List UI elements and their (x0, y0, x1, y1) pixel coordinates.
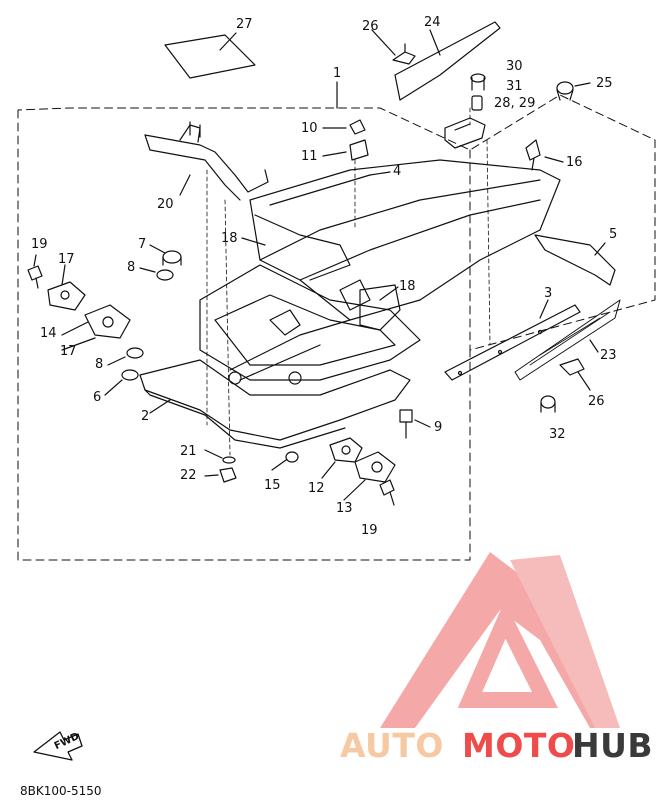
callout-26-bottom: 26 (588, 394, 605, 409)
part-21-washer (222, 456, 236, 464)
callout-30: 30 (506, 59, 523, 74)
part-31-collar (471, 95, 483, 111)
watermark-text-moto: MOTO (462, 726, 576, 765)
part-19-bolt-b (379, 479, 395, 506)
part-15-nut (285, 451, 299, 463)
callout-3: 3 (544, 286, 553, 301)
callout-4: 4 (393, 164, 402, 179)
callout-21: 21 (180, 444, 197, 459)
part-2-under-cover (139, 359, 411, 449)
part-16-bolt (525, 139, 541, 171)
part-23-plate (514, 299, 621, 381)
callout-27: 27 (236, 17, 253, 32)
callout-7: 7 (138, 237, 147, 252)
part-19-bolt-a (27, 265, 43, 289)
part-7-grommet (162, 250, 182, 266)
part-6-grommet (121, 369, 139, 381)
part-17-mount-a (47, 281, 86, 311)
part-3-rail (444, 304, 581, 381)
watermark-text-hub: HUB (572, 726, 654, 765)
callout-12: 12 (308, 481, 325, 496)
callout-14: 14 (40, 326, 57, 341)
document-code: 8BK100-5150 (20, 784, 102, 798)
part-25-cap (556, 81, 574, 101)
callout-11: 11 (301, 149, 318, 164)
watermark-triangle-right (510, 555, 620, 728)
part-30-bolt (470, 73, 486, 91)
callout-15: 15 (264, 478, 281, 493)
callout-2: 2 (141, 409, 150, 424)
part-8-grommet-a (156, 269, 174, 281)
callout-19-bottom: 19 (361, 523, 378, 538)
callout-8-top: 8 (127, 260, 136, 275)
part-26-clip-top (392, 43, 416, 65)
callout-32: 32 (549, 427, 566, 442)
callout-20: 20 (157, 197, 174, 212)
callout-17-bottom: 17 (60, 344, 77, 359)
assembly-boundary (17, 94, 656, 561)
part-14-mount (84, 304, 131, 339)
part-22-nut (219, 467, 237, 483)
callout-9: 9 (434, 420, 443, 435)
part-10-nut (349, 119, 366, 135)
callout-10: 10 (301, 121, 318, 136)
callout-24: 24 (424, 15, 441, 30)
part-28-29-damper (444, 117, 486, 149)
part-4-rod (269, 174, 371, 206)
part-1-main-frame (199, 159, 561, 385)
callout-17-top: 17 (58, 252, 75, 267)
callout-31: 31 (506, 79, 523, 94)
callout-26-top: 26 (362, 19, 379, 34)
callout-28-29: 28, 29 (494, 96, 536, 111)
callout-25: 25 (596, 76, 613, 91)
callout-19-left: 19 (31, 237, 48, 252)
part-32-grommet (540, 395, 556, 413)
callout-13: 13 (336, 501, 353, 516)
part-20-handle (144, 121, 269, 201)
part-9-stud (399, 409, 413, 439)
watermark-text-auto: AUTO (340, 726, 444, 765)
callout-1: 1 (333, 66, 342, 81)
part-8-grommet-b (126, 347, 144, 359)
callout-16: 16 (566, 155, 583, 170)
part-24-side-plate (394, 21, 501, 101)
watermark-triangle-outer (380, 552, 620, 728)
callout-8-bottom: 8 (95, 357, 104, 372)
fwd-arrow (33, 731, 83, 761)
part-12-mount (329, 437, 363, 463)
part-27-sheet (164, 34, 256, 79)
callout-6: 6 (93, 390, 102, 405)
callout-18-left: 18 (221, 231, 238, 246)
part-26-clip-bottom (559, 358, 585, 376)
part-5-bracket (534, 234, 616, 286)
callout-23: 23 (600, 348, 617, 363)
part-13-mount (354, 451, 396, 483)
watermark-triangle-inner (457, 601, 558, 708)
callout-5: 5 (609, 227, 618, 242)
callout-18-right: 18 (399, 279, 416, 294)
callout-22: 22 (180, 468, 197, 483)
part-11-bracket (349, 139, 369, 161)
